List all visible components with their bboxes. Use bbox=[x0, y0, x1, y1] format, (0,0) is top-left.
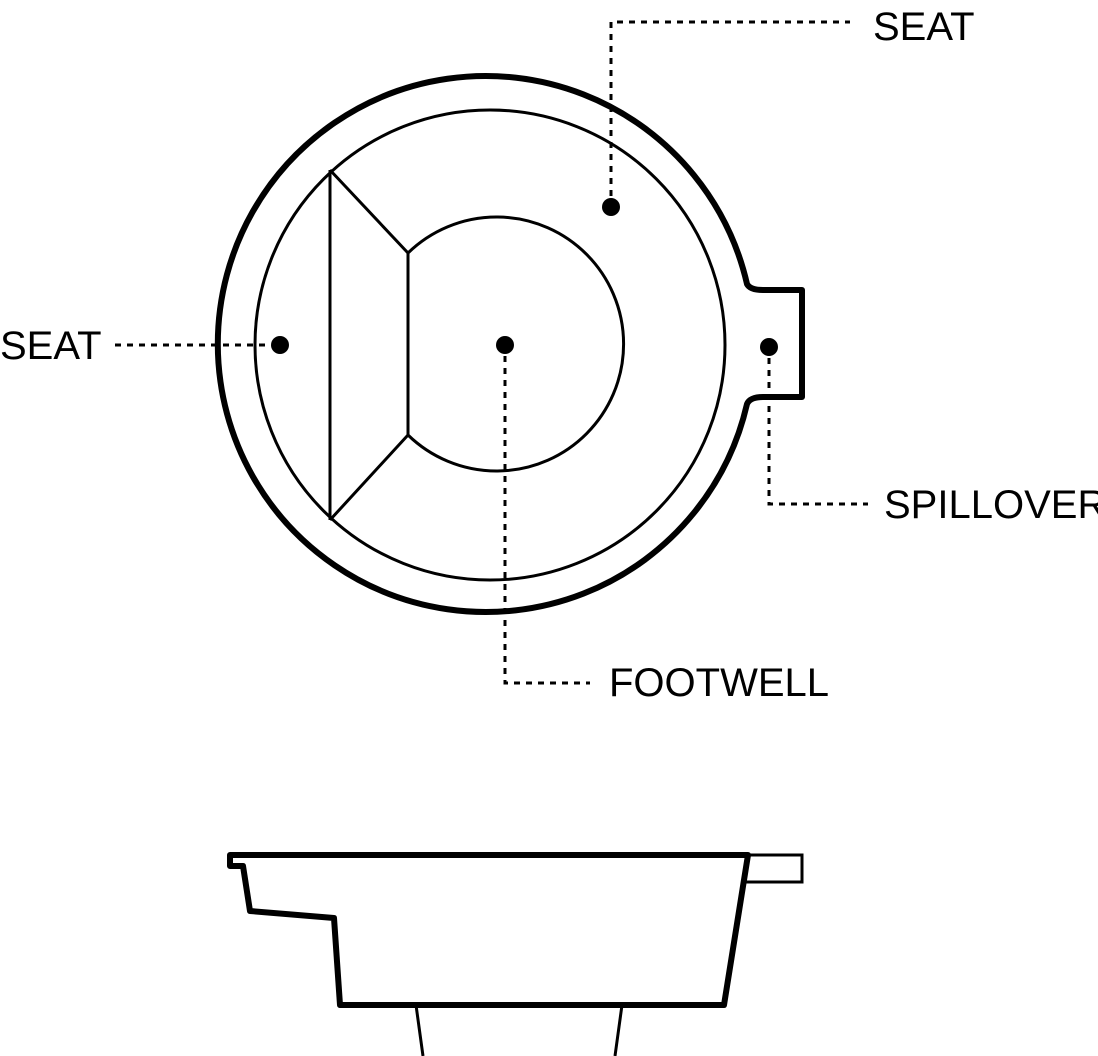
seat-left-marker bbox=[271, 336, 289, 354]
footwell-marker bbox=[496, 336, 514, 354]
left-seat-lower-edge bbox=[328, 433, 410, 522]
seat-left-label: SEAT bbox=[0, 324, 102, 368]
seat-top-marker bbox=[602, 198, 620, 216]
seat-top-leader bbox=[609, 20, 850, 196]
side-elevation bbox=[227, 852, 804, 1056]
footwell-outline bbox=[406, 215, 626, 473]
outer-rim bbox=[214, 73, 805, 615]
left-seat bbox=[328, 168, 410, 522]
spillover-leader bbox=[767, 358, 868, 506]
spillover-marker bbox=[760, 338, 778, 356]
left-seat-upper-edge bbox=[328, 168, 410, 255]
seat-top-label: SEAT bbox=[873, 5, 975, 49]
footwell-leader bbox=[503, 356, 590, 685]
spillover-label: SPILLOVER bbox=[884, 483, 1098, 527]
plan-view: SEAT SEAT SPILLOVER FOOTWELL bbox=[0, 5, 1098, 705]
spillover-lip bbox=[744, 853, 804, 884]
footwell-label: FOOTWELL bbox=[609, 661, 829, 705]
tub-profile bbox=[227, 852, 751, 1008]
seat-boundary bbox=[253, 108, 727, 582]
footwell-base bbox=[414, 1004, 624, 1056]
